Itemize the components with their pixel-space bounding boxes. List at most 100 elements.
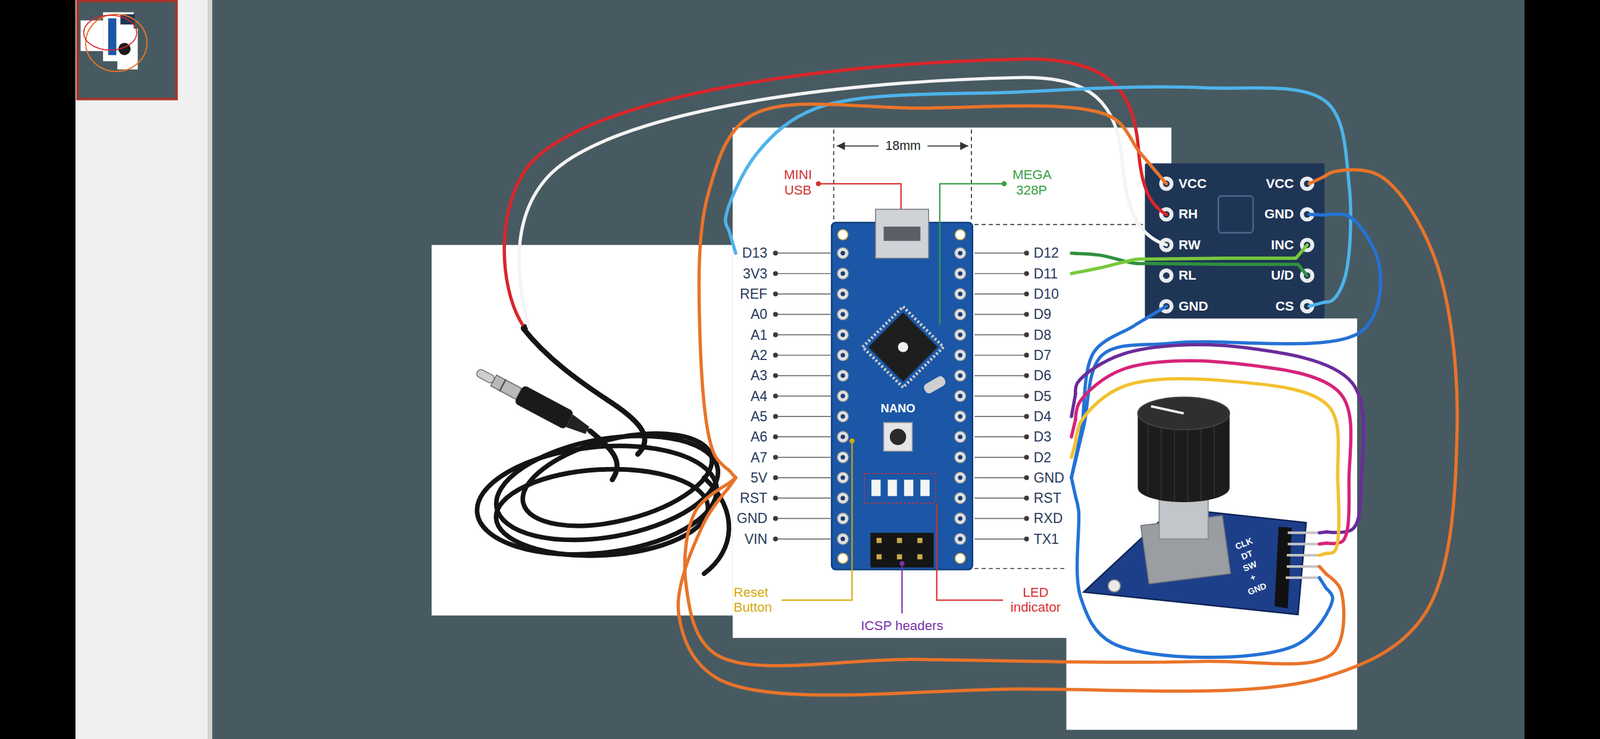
wire-stub (1308, 302, 1325, 307)
dimension-lines (970, 129, 973, 221)
rotary-encoder-photo (1286, 554, 1320, 557)
rotary-encoder-photo (1285, 532, 1320, 578)
wire (1075, 378, 1340, 554)
nano-pin-header (773, 352, 778, 358)
nano-pin-header (954, 492, 967, 505)
nano-board (887, 479, 897, 496)
digipot-module (1218, 195, 1253, 233)
pin-label: TX1 (1033, 530, 1059, 548)
nano-board (955, 229, 966, 240)
nano-pin-header (957, 332, 963, 338)
pin-label: RST (1033, 490, 1062, 507)
nano-pin-header (954, 472, 967, 484)
nano-pin-header (1023, 393, 1029, 399)
nano-pin-header (837, 390, 849, 402)
nano-pin-header (840, 495, 846, 501)
nano-board (922, 375, 948, 396)
nano-pin-header (957, 312, 963, 318)
nano-pin-header (974, 416, 1025, 418)
nano-pin-header (974, 293, 1025, 295)
pin-label: RW (1178, 237, 1201, 253)
audio-cable-photo (472, 363, 593, 440)
nano-pin-header (773, 332, 778, 338)
callout-label: Reset Button (733, 585, 773, 616)
nano-pin-header (773, 373, 778, 378)
pin-label: A7 (750, 449, 768, 466)
pin-label: U/D (1270, 267, 1294, 284)
nano-pin-header (974, 354, 1025, 356)
cable-wires (504, 58, 1167, 327)
dimension-lines (974, 568, 1065, 570)
wire-stub (1308, 176, 1325, 184)
nano-pin-header (957, 455, 963, 461)
nano-pin-header (957, 394, 963, 399)
nano-board (875, 209, 929, 259)
nano-board (889, 428, 906, 445)
nano-pin-header (837, 513, 849, 525)
nano-pin-header (954, 431, 967, 443)
wire (1075, 344, 1364, 533)
nano-pin-header (954, 329, 967, 341)
nano-board (831, 209, 973, 571)
nano-pin-header (777, 354, 832, 356)
nano-board (831, 222, 973, 570)
rotary-encoder-photo (1285, 576, 1320, 580)
callout-label: MINI USB (783, 167, 812, 198)
nano-pin-header (777, 477, 832, 479)
callout-label: LED indicator (1010, 585, 1061, 616)
audio-cable-photo (514, 385, 575, 430)
callout-lines (939, 183, 1005, 325)
digipot-module (1163, 272, 1170, 280)
nano-board (904, 479, 914, 496)
nano-pin-header (974, 334, 1025, 336)
nano-pin-header (957, 373, 963, 379)
nano-pin-header (777, 436, 832, 438)
pin-label: GND (1033, 470, 1065, 487)
nano-pin-header (840, 394, 846, 399)
nano-pin-header (840, 352, 846, 358)
nano-pin-header (773, 495, 778, 501)
pin-label: A4 (750, 388, 768, 405)
pin-label: D9 (1033, 306, 1052, 323)
window-frame (1524, 0, 1600, 739)
pin-label: VCC (1266, 176, 1295, 192)
dimension-label: 18mm (885, 138, 921, 154)
nano-pin-header (840, 332, 846, 338)
rotary-encoder-photo (1148, 420, 1215, 502)
digipot-module (1144, 163, 1325, 319)
nano-pin-header (957, 414, 963, 420)
nano-pin-header (777, 416, 832, 418)
nano-board (862, 306, 944, 388)
nano-pin-header (954, 451, 967, 464)
rotary-encoder-photo (1147, 420, 1149, 495)
wire (677, 169, 1458, 696)
nano-pin-header (1023, 414, 1029, 420)
nano-pin-header (837, 410, 849, 423)
wire-stub (1319, 577, 1327, 589)
wire (684, 483, 1344, 667)
nano-pin-header (954, 308, 967, 321)
digipot-module (1163, 180, 1311, 310)
nano-pin-header (974, 477, 1025, 479)
rotary-encoder-photo (1287, 531, 1320, 534)
nano-board (876, 554, 883, 561)
nano-pin-header (957, 352, 963, 358)
nano-pin-header (954, 267, 967, 280)
nano-board (864, 473, 936, 504)
nano-pin-header (954, 390, 967, 402)
slide-thumbnail (85, 14, 148, 72)
wire (1075, 258, 1146, 273)
nano-pin-header (837, 308, 849, 321)
nano-pin-header (840, 271, 846, 277)
wire-stub (1148, 163, 1167, 184)
rotary-encoder-photo (1200, 423, 1202, 501)
wire (698, 104, 1149, 471)
slide-thumbnail (77, 1, 177, 100)
cable-wires (504, 58, 1167, 325)
nano-pin-header (840, 414, 846, 420)
nano-pin-header (954, 533, 967, 545)
nano-pin-header (1023, 434, 1029, 440)
nano-board (883, 226, 921, 242)
nano-pin-header (840, 251, 846, 256)
